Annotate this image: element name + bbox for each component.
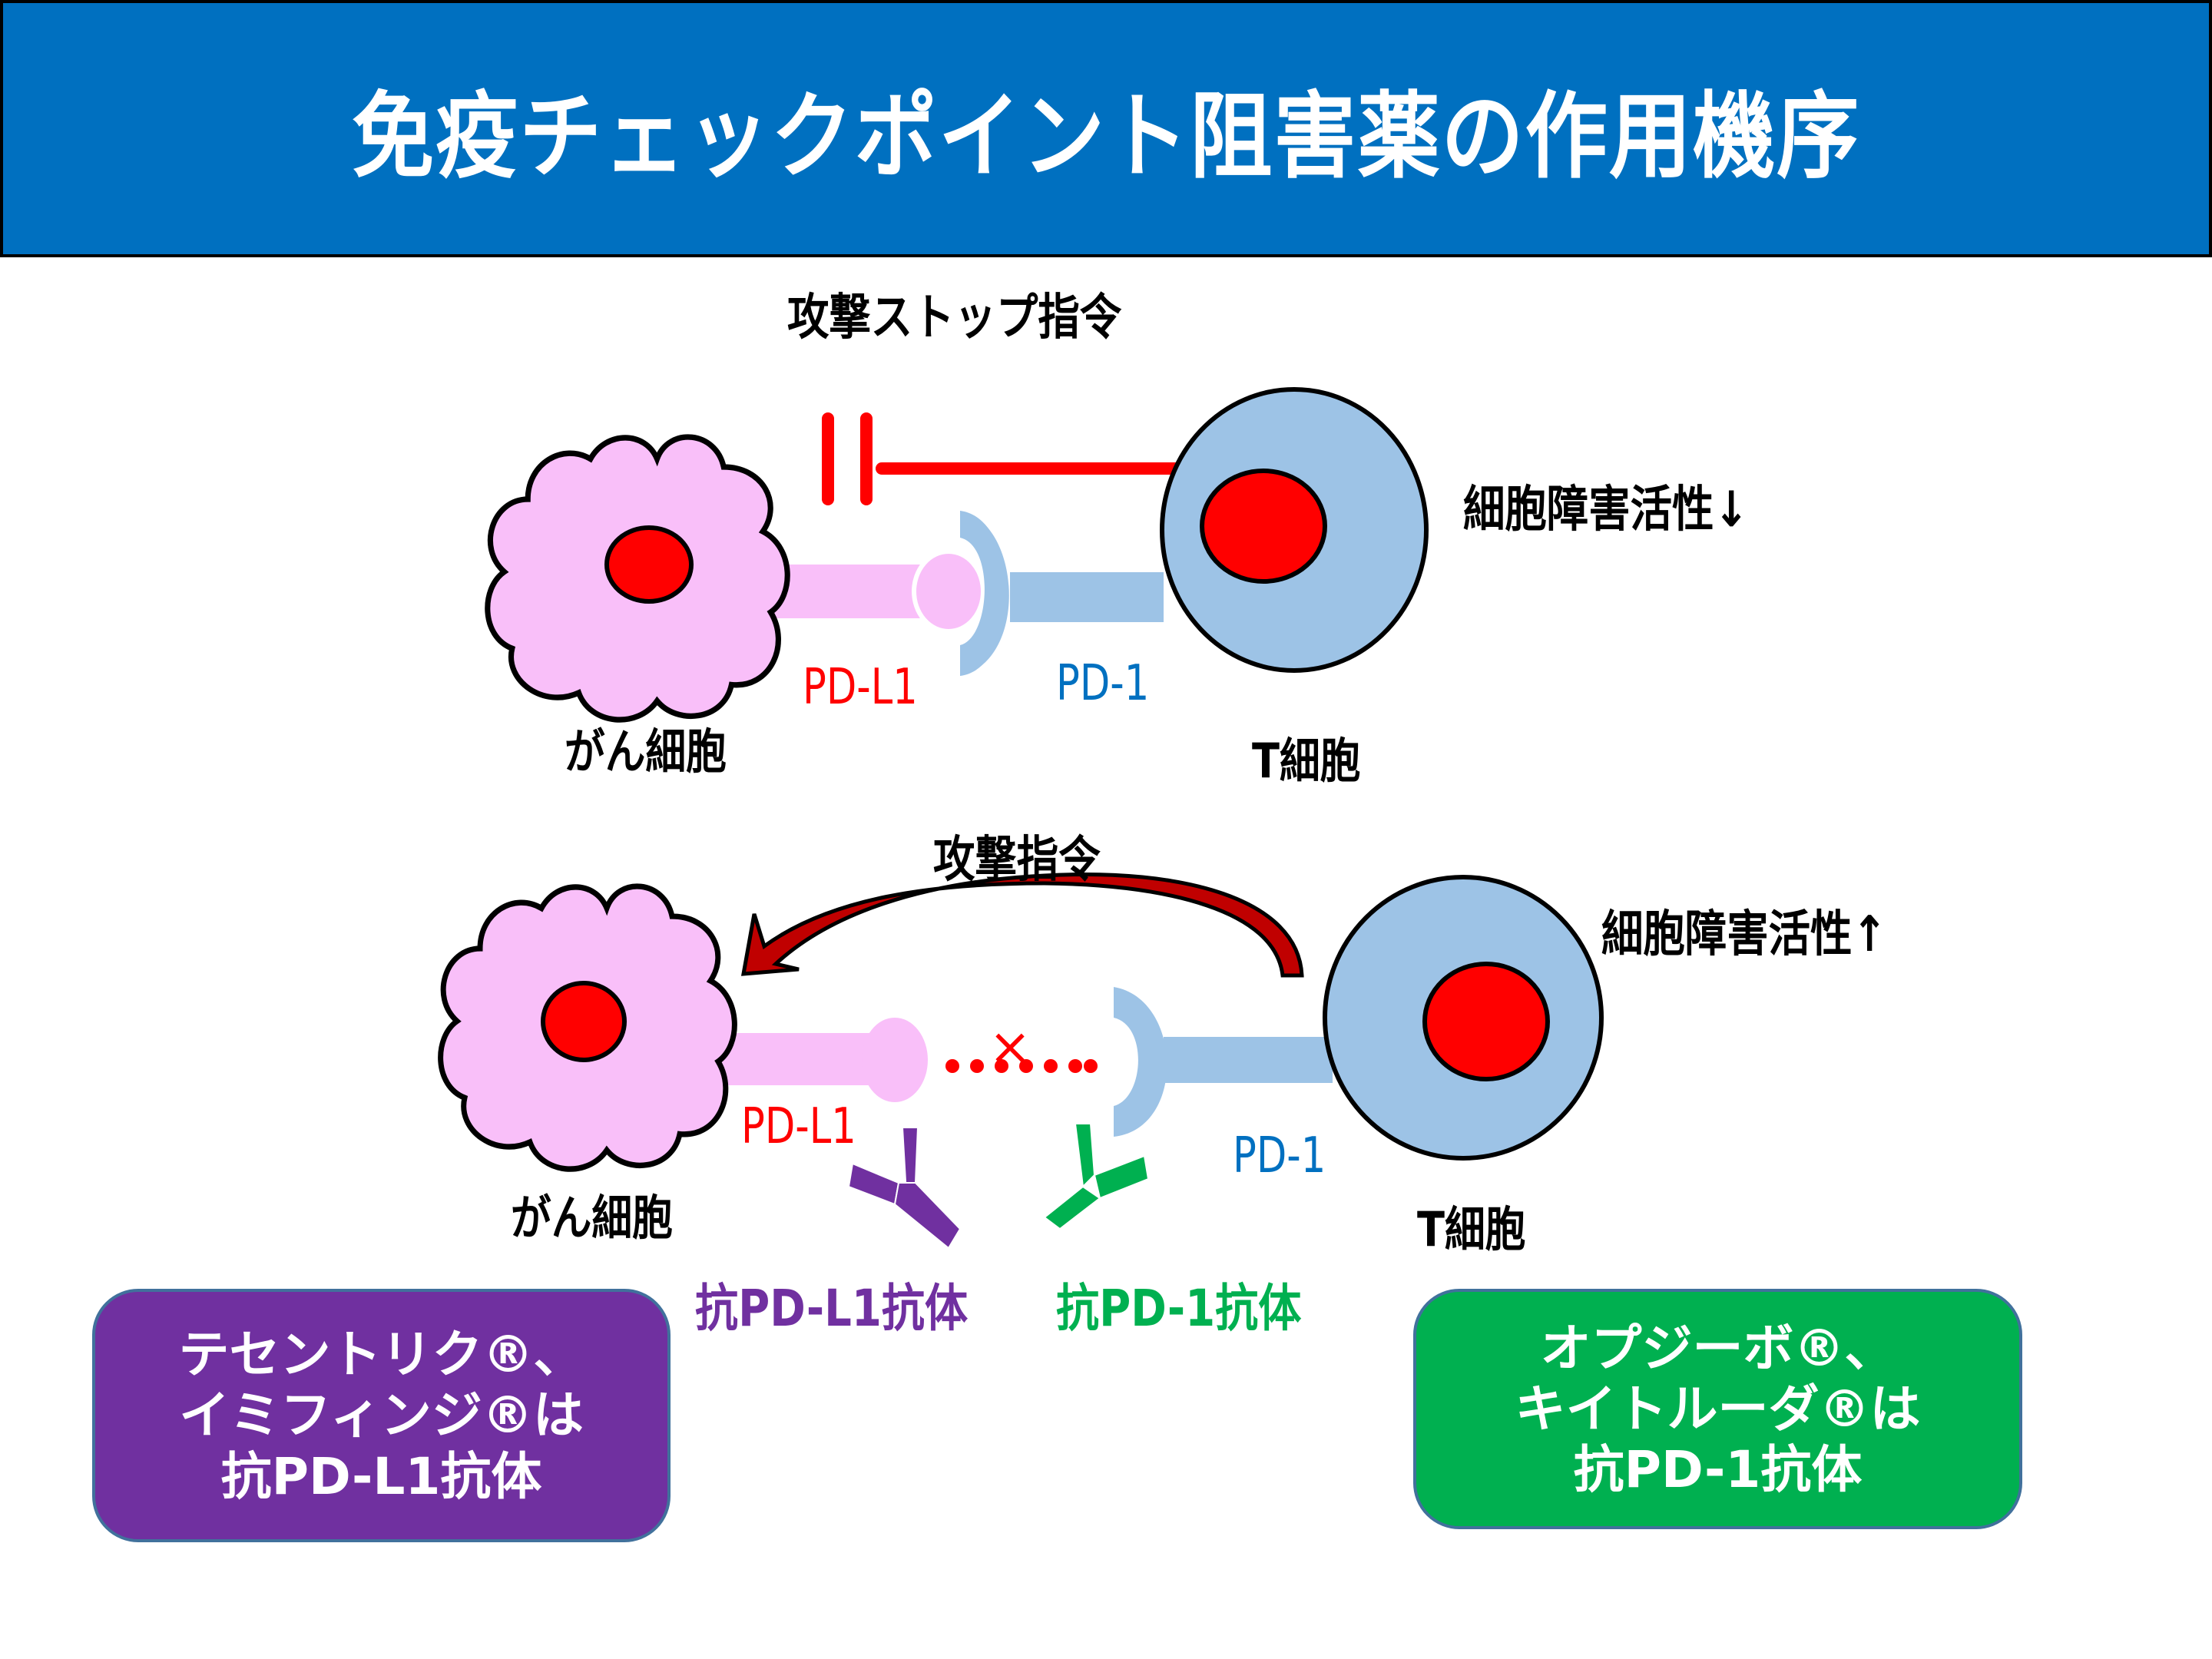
attack-arrow [740, 873, 1304, 978]
cancer-cell-label: がん細胞 [565, 724, 727, 780]
anti-pd-l1-drugs-box: テセントリク®、 イミフィンジ®は 抗PD-L1抗体 [92, 1289, 671, 1542]
cancer-nucleus [541, 981, 627, 1062]
t-cell-nucleus [1422, 962, 1550, 1081]
page-title: 免疫チェックポイント阻害薬の作用機序 [351, 82, 1861, 191]
t-cell-label: T細胞 [1417, 1201, 1526, 1257]
cancer-cell-label: がん細胞 [511, 1190, 673, 1246]
pd-l1-ligand [912, 549, 985, 634]
t-cell-nucleus [1200, 469, 1327, 584]
blocked-mark: × [988, 1017, 1031, 1076]
anti-pd-1-antibody-label: 抗PD-1抗体 [1056, 1279, 1302, 1338]
anti-pd-1-drugs-box: オプジーボ®、 キイトルーダ®は 抗PD-1抗体 [1413, 1289, 2022, 1529]
anti-pd-1-antibody-icon [1043, 1123, 1150, 1230]
pd-1-stem [1164, 1037, 1333, 1083]
box-line: 抗PD-1抗体 [1573, 1440, 1863, 1500]
bottom-panel: × [441, 873, 1604, 1250]
title-banner: 免疫チェックポイント阻害薬の作用機序 [0, 0, 2212, 257]
box-line: テセントリク®、 [178, 1325, 584, 1385]
pd-l1-label: PD-L1 [803, 659, 918, 716]
cytotoxic-activity-down-label: 細胞障害活性↓ [1463, 482, 1749, 538]
cancer-nucleus [604, 525, 694, 604]
box-line: キイトルーダ®は [1515, 1379, 1921, 1439]
cytotoxic-activity-up-label: 細胞障害活性↑ [1601, 906, 1887, 963]
pd-l1-ligand [862, 1018, 928, 1102]
pd-1-receptor [1114, 987, 1167, 1137]
box-line: オプジーボ®、 [1540, 1318, 1896, 1378]
pd-1-stem [1010, 572, 1164, 622]
pd-l1-label: PD-L1 [741, 1098, 856, 1155]
pd-1-cup-fill [960, 511, 1009, 676]
attack-signal-label: 攻撃指令 [933, 832, 1101, 889]
anti-pd-l1-antibody-icon [847, 1127, 962, 1250]
pd-1-label: PD-1 [1056, 655, 1150, 712]
box-line: 抗PD-L1抗体 [220, 1446, 542, 1506]
pd-1-label: PD-1 [1233, 1128, 1326, 1184]
anti-pd-l1-antibody-label: 抗PD-L1抗体 [695, 1279, 969, 1338]
t-cell-label: T細胞 [1252, 733, 1361, 789]
top-panel [488, 387, 1429, 720]
attack-stop-signal-label: 攻撃ストップ指令 [787, 290, 1122, 346]
box-line: イミフィンジ®は [179, 1386, 584, 1445]
blocked-interaction-dots [945, 1059, 1098, 1073]
